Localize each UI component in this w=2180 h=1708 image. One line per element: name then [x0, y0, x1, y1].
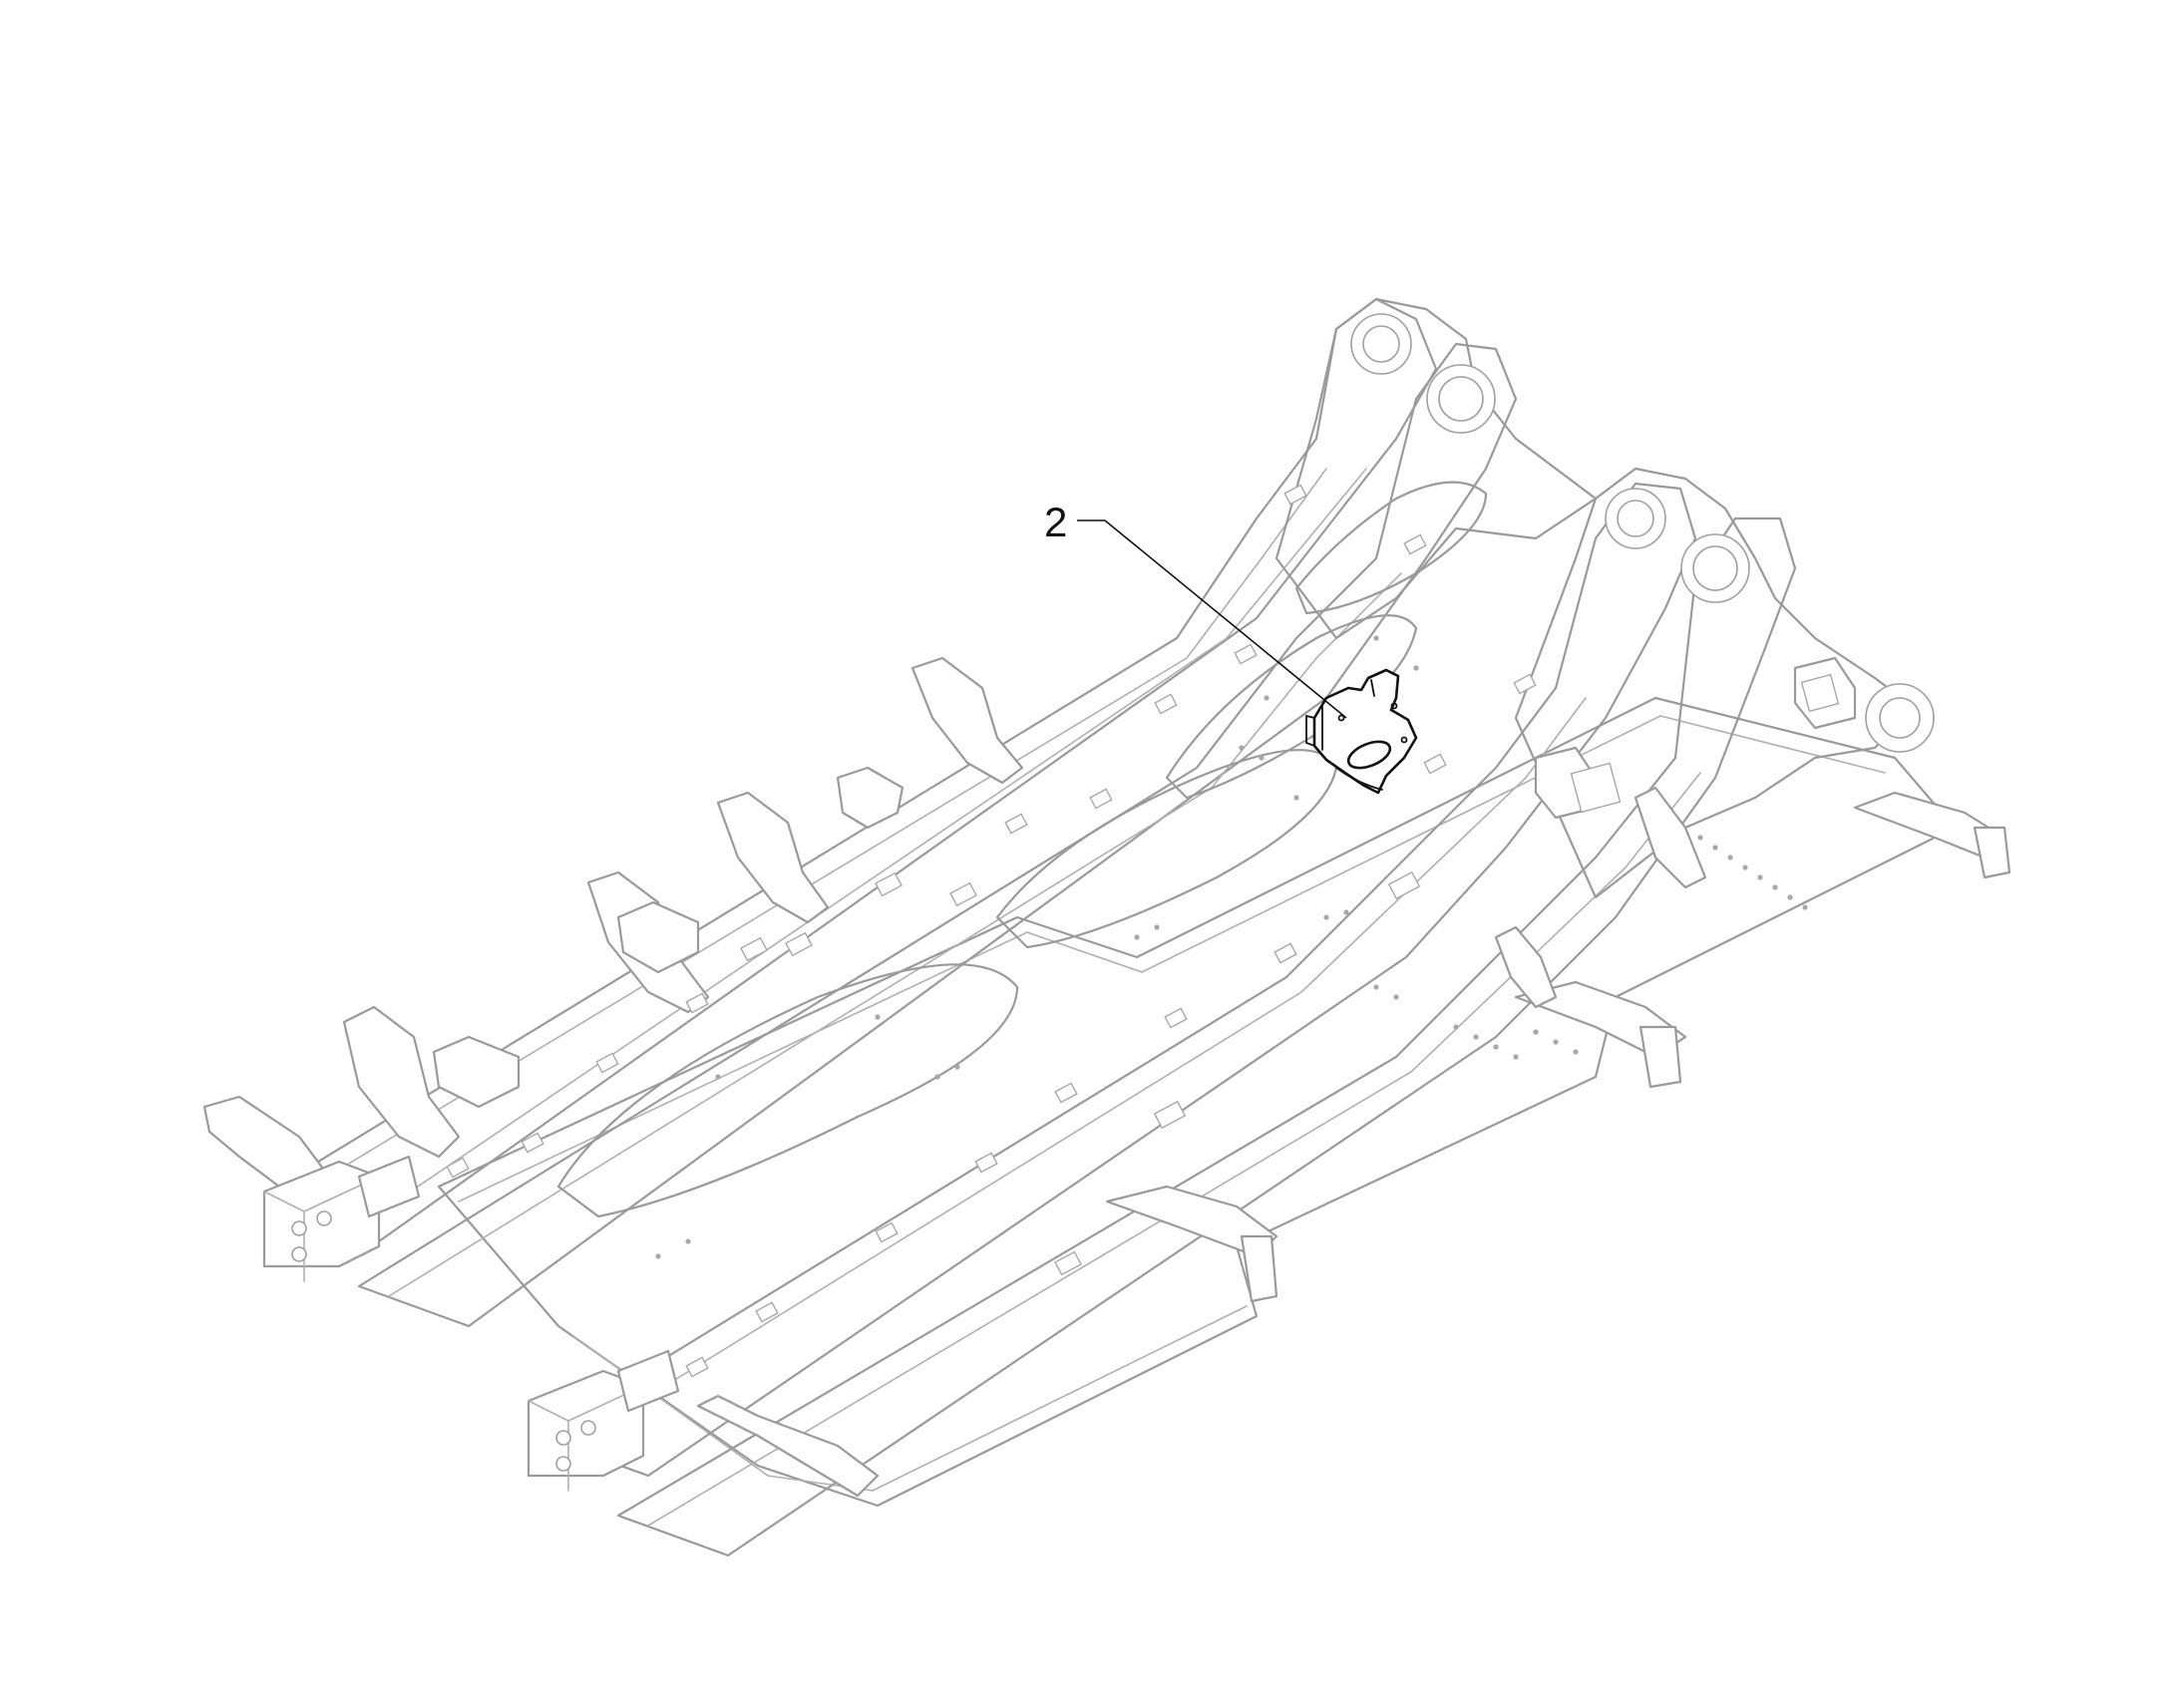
bolt-holes-ghost — [655, 635, 1808, 1259]
front-end-blocks-ghost — [262, 1155, 680, 1492]
left-outrigger-brackets-ghost — [202, 656, 1024, 1213]
callout-number: 2 — [1044, 499, 1067, 545]
callout-2: 2 — [1044, 499, 1347, 719]
callout-leader-line — [1077, 519, 1347, 719]
right-crossmember-brackets-ghost — [696, 656, 2011, 1498]
mounting-pads-ghost — [446, 484, 1840, 1378]
main-frame-ghost — [267, 297, 1957, 1557]
highlighted-bracket-part-2[interactable] — [1305, 668, 1418, 795]
